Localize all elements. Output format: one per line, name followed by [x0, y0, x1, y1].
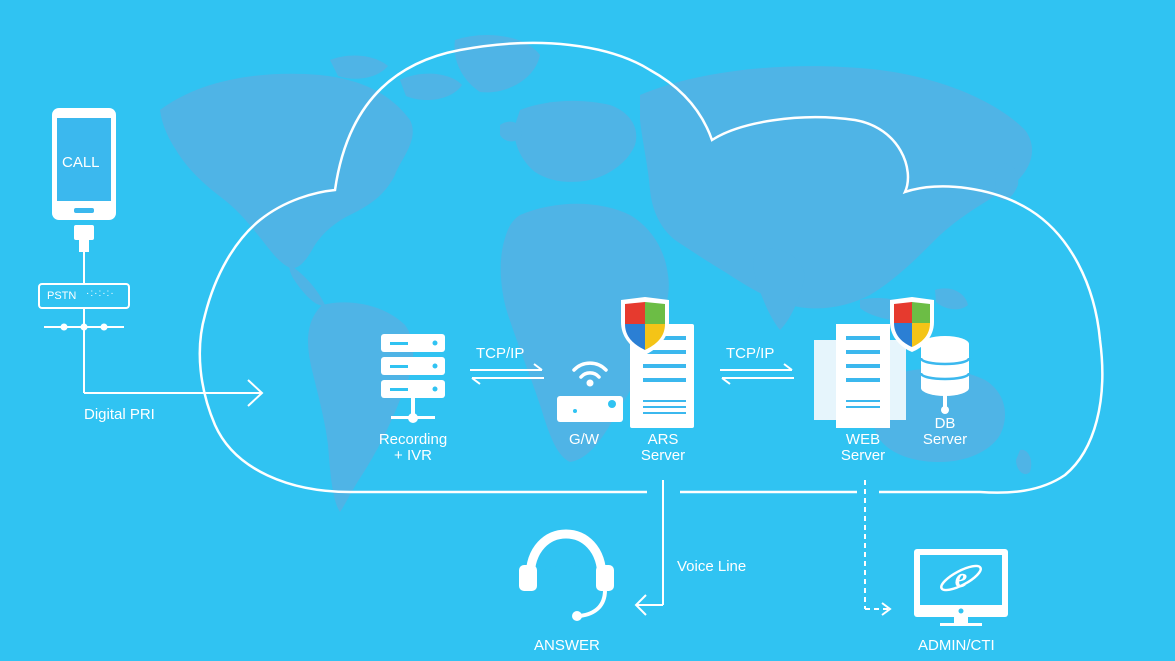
- recording-label: Recording + IVR: [373, 432, 453, 464]
- tcp-right-label: TCP/IP: [726, 345, 775, 362]
- web-label: WEB Server: [828, 432, 898, 464]
- monitor-icon: [914, 549, 1008, 626]
- web-label-line2: Server: [840, 447, 886, 464]
- db-label: DB Server: [910, 416, 980, 448]
- gw-label: G/W: [569, 431, 599, 448]
- answer-label: ANSWER: [534, 637, 600, 654]
- recording-label-line1: Recording: [378, 431, 448, 448]
- security-shield-icon: [621, 297, 669, 355]
- world-map: [160, 35, 1033, 512]
- digital-pri-label: Digital PRI: [84, 406, 155, 423]
- web-security-shield-icon: [890, 297, 934, 352]
- tcp-left-arrows: [470, 363, 544, 385]
- tcp-right-arrows: [720, 363, 794, 385]
- web-label-line1: WEB: [845, 431, 881, 448]
- ars-label: ARS Server: [628, 432, 698, 464]
- admin-line: [864, 480, 892, 616]
- recording-server-icon: [381, 334, 445, 423]
- recording-label-line2: + IVR: [394, 447, 432, 464]
- admin-label: ADMIN/CTI: [918, 637, 995, 654]
- tcp-left-label: TCP/IP: [476, 345, 525, 362]
- phone-label: CALL: [62, 154, 100, 171]
- cloud-outline: [198, 41, 1104, 494]
- ars-label-line2: Server: [640, 447, 686, 464]
- ars-label-line1: ARS: [647, 431, 679, 448]
- pstn-label: PSTN: [47, 290, 77, 302]
- db-label-line2: Server: [922, 431, 968, 448]
- pstn-dots: ·:·:·:·: [86, 288, 115, 299]
- svg-text:e: e: [955, 563, 967, 594]
- pri-line: [44, 252, 264, 407]
- ie-logo-icon: e: [940, 563, 982, 594]
- voice-line-label: Voice Line: [677, 558, 747, 575]
- voice-line: [634, 480, 664, 616]
- router-icon: [557, 396, 623, 422]
- pstn-box: [38, 283, 130, 309]
- database-icon: [919, 336, 971, 414]
- smartphone-icon: [52, 108, 116, 252]
- headset-icon: [519, 529, 614, 621]
- db-label-line1: DB: [934, 415, 956, 432]
- web-server-icon: [814, 324, 906, 428]
- wifi-icon: [572, 361, 608, 379]
